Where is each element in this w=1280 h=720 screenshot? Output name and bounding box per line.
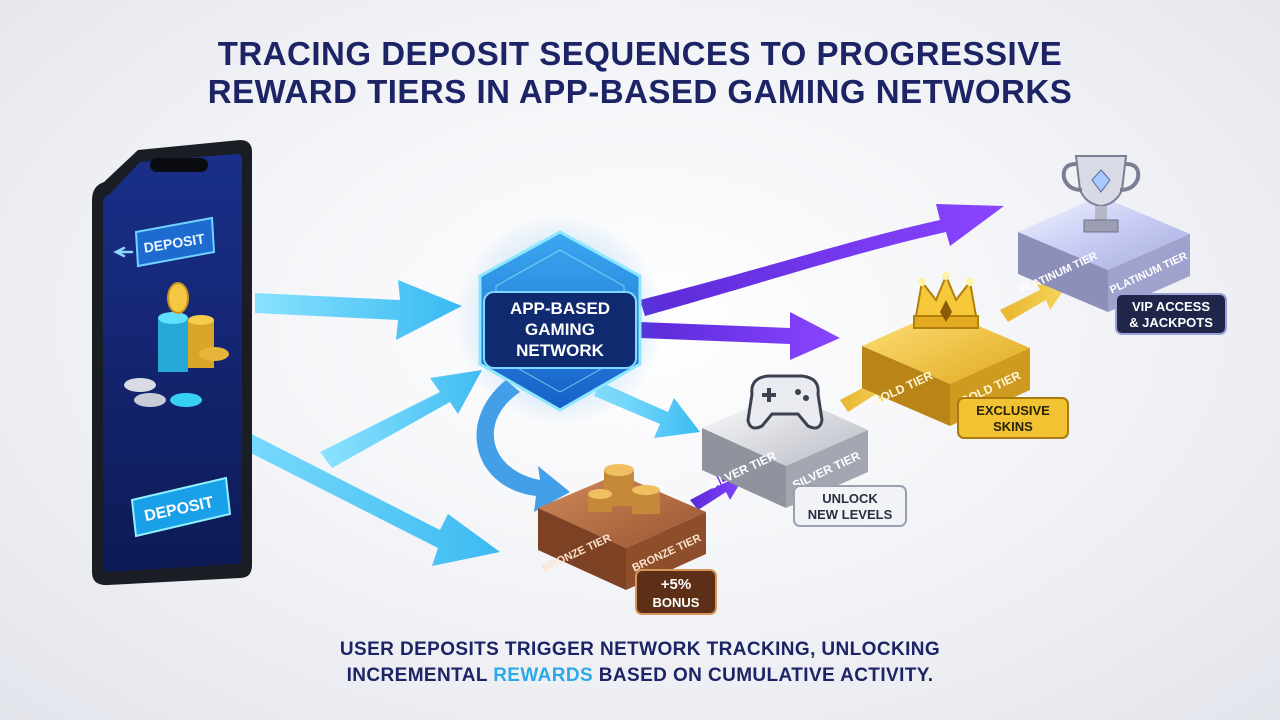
network-label-line-2: GAMING [525,320,595,339]
title-line-1: TRACING DEPOSIT SEQUENCES TO PROGRESSIVE [217,35,1063,72]
gold-reward-badge: EXCLUSIVE SKINS [957,397,1069,439]
arrow-phone-to-bronze [170,395,500,566]
platinum-reward-badge: VIP ACCESS & JACKPOTS [1115,293,1227,335]
deposit-top-button[interactable]: DEPOSIT [134,216,216,268]
arrow-phone-lower-to-network [320,370,482,468]
silver-reward-line-2: NEW LEVELS [808,507,893,522]
silver-reward-line-1: UNLOCK [822,491,878,506]
phone-notch [150,158,208,172]
gold-reward-line-1: EXCLUSIVE [976,403,1050,418]
arrow-network-to-gold [640,312,840,360]
gamepad-icon [746,374,824,430]
crown-icon [913,272,979,329]
network-label-box [483,291,637,369]
coin-stack-icon [588,464,660,514]
tier-gold: GOLD TIER GOLD TIER EXCLUSIVE SKINS [862,272,1069,439]
tier-silver: SILVER TIER SILVER TIER UNLOCK NEW LEVEL… [702,374,907,527]
gold-reward-line-2: SKINS [993,419,1033,434]
silver-reward-badge: UNLOCK NEW LEVELS [793,485,907,527]
arrow-network-to-bronze [476,380,570,512]
arrow-network-to-platinum [640,204,1004,316]
network-label-line-1: APP-BASED [510,299,610,318]
bronze-reward-line-2: BONUS [653,595,700,610]
caption-line-2-post: BASED ON CUMULATIVE ACTIVITY. [593,665,934,686]
arrow-left-icon[interactable] [113,246,134,258]
bronze-reward-line-1: +5% [661,576,691,593]
caption-highlight-rewards: REWARDS [493,665,594,686]
caption-line-1: USER DEPOSITS TRIGGER NETWORK TRACKING, … [339,639,941,660]
bronze-reward-badge: +5% BONUS [635,569,717,615]
caption-line-2: INCREMENTAL REWARDS BASED ON CUMULATIVE … [0,663,1280,689]
trophy-icon [1061,155,1141,233]
caption-line-2-pre: INCREMENTAL [346,665,494,686]
network-label-line-3: NETWORK [516,341,605,360]
smartphone: DEPOSIT DEPOSIT [92,140,252,586]
tier-bronze: BRONZE TIER BRONZE TIER +5% BONUS [538,464,717,615]
coin-stack-icon [124,282,229,407]
deposit-bottom-button[interactable]: DEPOSIT [130,476,232,538]
platinum-reward-line-1: VIP ACCESS [1132,299,1210,314]
title-line-2: REWARD TIERS IN APP-BASED GAMING NETWORK… [207,73,1073,110]
platinum-reward-line-2: & JACKPOTS [1129,315,1213,330]
network-node: APP-BASED GAMING NETWORK [455,215,665,425]
arrow-phone-to-network [255,280,462,340]
tier-platinum: PLATINUM TIER PLATINUM TIER VIP ACCESS &… [1018,155,1227,335]
